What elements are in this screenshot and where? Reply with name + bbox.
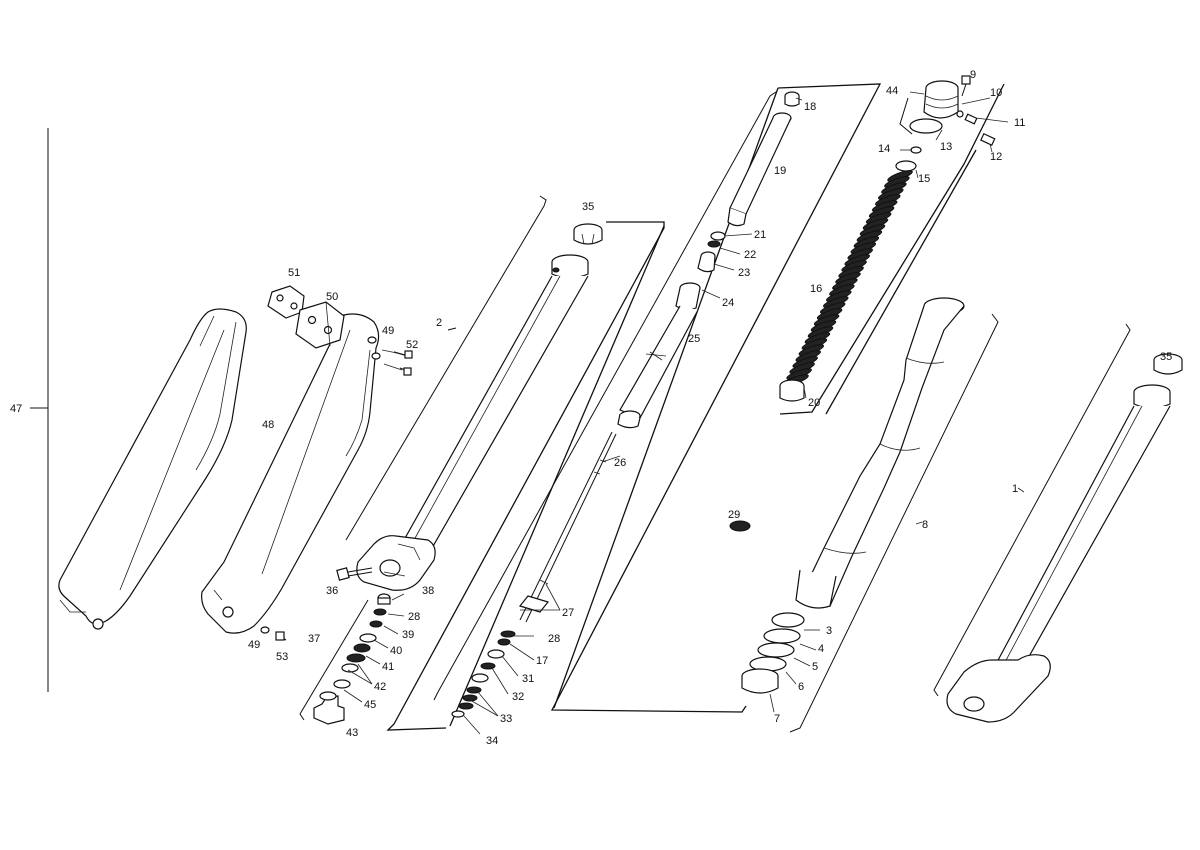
- callout-c15: 15: [918, 173, 930, 185]
- part-26-rod: [518, 431, 617, 623]
- callout-c18: 18: [804, 101, 816, 113]
- callout-c23: 23: [738, 267, 750, 279]
- part-38-45-stack: [313, 593, 391, 725]
- group-1-bracket: [933, 323, 1131, 697]
- part-19-tube: [727, 112, 792, 227]
- callout-c51: 51: [288, 267, 300, 279]
- part-1-outer-tube-right: [946, 353, 1183, 723]
- callout-c49a: 49: [382, 325, 394, 337]
- part-20-spacer: [779, 379, 805, 402]
- callout-c6: 6: [798, 681, 804, 693]
- callout-c33: 33: [500, 713, 512, 725]
- group-47-bracket: [30, 128, 49, 692]
- callout-c3: 3: [826, 625, 832, 637]
- callout-c22: 22: [744, 249, 756, 261]
- callout-c39: 39: [402, 629, 414, 641]
- callout-c9: 9: [970, 69, 976, 81]
- callout-c34: 34: [486, 735, 498, 747]
- callout-c14: 14: [878, 143, 890, 155]
- callout-c53: 53: [276, 651, 288, 663]
- callout-c42: 42: [374, 681, 386, 693]
- callout-c31: 31: [522, 673, 534, 685]
- callout-c38: 38: [422, 585, 434, 597]
- callout-c12: 12: [990, 151, 1002, 163]
- callout-c48: 48: [262, 419, 274, 431]
- part-49-52-screws: [367, 336, 413, 376]
- callout-c5: 5: [812, 661, 818, 673]
- callout-c26: 26: [614, 457, 626, 469]
- part-9-12-hardware: [956, 75, 996, 146]
- callout-c47: 47: [10, 403, 22, 415]
- callout-c11: 11: [1014, 117, 1025, 129]
- callout-c32: 32: [512, 691, 524, 703]
- part-8-inner-tube: [729, 297, 965, 609]
- callout-c40: 40: [390, 645, 402, 657]
- part-35-bushing-left: [573, 223, 603, 245]
- part-18-cap: [784, 91, 800, 107]
- part-50-bracket: [295, 301, 345, 349]
- part-51-plate: [267, 285, 305, 319]
- callout-c35b: 35: [1160, 351, 1172, 363]
- callout-c8: 8: [922, 519, 928, 531]
- callout-c35a: 35: [582, 201, 594, 213]
- part-2-outer-tube: [356, 254, 589, 591]
- part-21-24-small: [675, 231, 726, 311]
- callout-c49b: 49: [248, 639, 260, 651]
- callout-c1: 1: [1012, 483, 1018, 495]
- part-27-34-stack: [451, 630, 516, 718]
- callout-c36: 36: [326, 585, 338, 597]
- callout-c28a: 28: [408, 611, 420, 623]
- callout-c7: 7: [774, 713, 780, 725]
- fork-guard-right: [201, 313, 380, 634]
- callout-c16: 16: [810, 283, 822, 295]
- part-36-bolt: [336, 567, 373, 581]
- part-14-15-washer: [895, 146, 922, 172]
- group-44-outline: [779, 83, 1005, 415]
- callout-c44: 44: [886, 85, 898, 97]
- group-2-bracket: [345, 195, 547, 541]
- callout-c52: 52: [406, 339, 418, 351]
- part-25-cartridge: [617, 305, 699, 429]
- callout-c37: 37: [308, 633, 320, 645]
- callout-c27: 27: [562, 607, 574, 619]
- callout-c29: 29: [728, 509, 740, 521]
- group-8-bracket: [789, 313, 999, 733]
- callout-c10: 10: [990, 87, 1002, 99]
- callout-c24: 24: [722, 297, 734, 309]
- group-37-bracket: [299, 599, 369, 721]
- callout-c20: 20: [808, 397, 820, 409]
- callout-c25: 25: [688, 333, 700, 345]
- callout-c43: 43: [346, 727, 358, 739]
- callout-c4: 4: [818, 643, 824, 655]
- part-16-spring: [783, 170, 913, 386]
- part-3-7-seals: [741, 612, 805, 694]
- callout-c17: 17: [536, 655, 548, 667]
- part-49-53-lower-screw: [260, 626, 287, 641]
- callout-c41: 41: [382, 661, 394, 673]
- callout-c50: 50: [326, 291, 338, 303]
- group-2-outline: [386, 221, 665, 731]
- callout-labels: 1234567891011121314151617181920212223242…: [10, 69, 1172, 747]
- fork-guard-left: [58, 308, 247, 630]
- callout-c19: 19: [774, 165, 786, 177]
- callout-c2: 2: [436, 317, 442, 329]
- callout-c45: 45: [364, 699, 376, 711]
- callout-c28b: 28: [548, 633, 560, 645]
- part-44-top-cap: [909, 80, 959, 134]
- leader-lines: [343, 91, 1025, 735]
- callout-c13: 13: [940, 141, 952, 153]
- callout-c21: 21: [754, 229, 766, 241]
